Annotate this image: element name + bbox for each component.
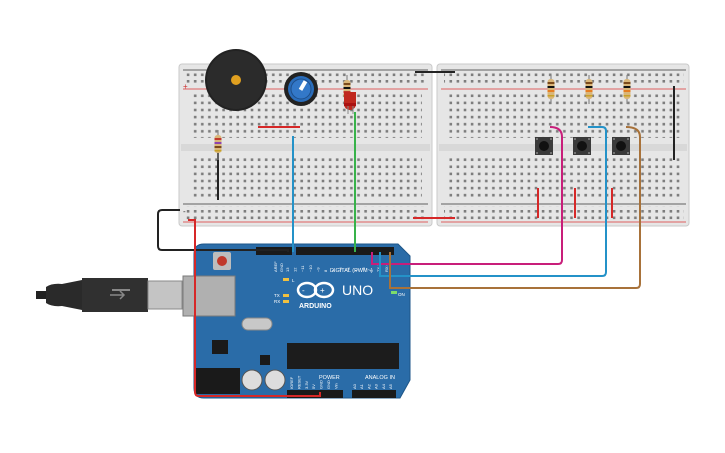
- pushbutton-3[interactable]: [612, 137, 630, 155]
- power-pin-label-4: GND: [319, 380, 324, 389]
- analog-pin-label-2: A2: [366, 383, 371, 389]
- usb-cable: [36, 278, 183, 312]
- led-on-label: ON: [398, 292, 405, 297]
- power-pin-label-5: GND: [326, 380, 331, 389]
- potentiometer[interactable]: [284, 72, 318, 106]
- arduino-logo: - +: [296, 281, 335, 299]
- usb-connector: [182, 275, 236, 317]
- digital-pin-label-2: ~11: [300, 265, 305, 272]
- resistor-3[interactable]: [547, 75, 555, 104]
- regulator: [212, 340, 228, 354]
- digital-pin-label-12: TX 1: [376, 263, 381, 272]
- header-power: [287, 390, 343, 398]
- digital-pin-label-9: 4: [353, 269, 358, 272]
- led-tx-label: TX: [274, 293, 280, 298]
- led-l-label: L: [292, 278, 295, 283]
- power-pin-label-1: RESET: [296, 375, 301, 389]
- digital-pin-label-4: ~9: [315, 267, 320, 272]
- rail-minus-label: -: [183, 207, 186, 216]
- analog-pin-label-3: A3: [374, 383, 379, 389]
- analog-label: ANALOG IN: [365, 375, 395, 381]
- pushbutton-2[interactable]: [573, 137, 591, 155]
- digital-pin-label-6: 7: [331, 269, 336, 272]
- power-pin-label-2: 3.3V: [304, 380, 309, 389]
- capacitor-2: [264, 369, 286, 391]
- capacitor-1: [241, 369, 263, 391]
- digital-pin-label-11: 2: [369, 269, 374, 272]
- red-led[interactable]: [344, 92, 356, 114]
- svg-text:-: -: [302, 286, 305, 295]
- analog-pin-label-0: A0: [352, 383, 357, 389]
- piezo-buzzer[interactable]: [205, 49, 267, 111]
- gnd-label: GND: [279, 263, 284, 272]
- resistor-1[interactable]: [214, 130, 222, 160]
- model-label: UNO: [342, 282, 373, 298]
- power-pin-label-6: Vin: [333, 383, 338, 389]
- digital-pin-label-5: 8: [323, 269, 328, 272]
- digital-pin-label-0: 13: [285, 267, 290, 272]
- power-pin-label-0: IOREF: [289, 376, 294, 389]
- arduino-uno-board[interactable]: - + ARDUINO UNO DIGITAL (PWM~) POWER ANA…: [182, 243, 411, 399]
- digital-pin-label-7: ~6: [338, 267, 343, 272]
- brand-label: ARDUINO: [299, 303, 332, 310]
- resistor-5[interactable]: [623, 75, 631, 104]
- header-analog: [352, 390, 396, 398]
- analog-pin-label-1: A1: [359, 383, 364, 389]
- digital-pin-label-13: RX 0: [384, 262, 389, 272]
- digital-pin-label-3: ~10: [308, 264, 313, 272]
- rail-plus-label: +: [183, 82, 188, 91]
- power-pin-label-3: 5V: [311, 384, 316, 389]
- atmega-chip: [287, 343, 399, 369]
- power-label: POWER: [319, 375, 340, 381]
- digital-pin-label-10: ~3: [361, 267, 366, 272]
- digital-pin-label-8: ~5: [346, 267, 351, 272]
- digital-label: DIGITAL (PWM~): [330, 268, 373, 274]
- led-rx-label: RX: [274, 299, 280, 304]
- svg-text:+: +: [320, 286, 325, 295]
- external-wires: [157, 112, 641, 397]
- digital-pin-label-1: 12: [293, 267, 298, 272]
- analog-pin-label-4: A4: [381, 383, 386, 389]
- crystal: [241, 317, 273, 331]
- resistor-4[interactable]: [585, 75, 593, 104]
- header-top-right: [296, 247, 394, 255]
- power-jack: [196, 368, 240, 394]
- analog-pin-label-5: A5: [388, 383, 393, 389]
- pushbutton-1[interactable]: [535, 137, 553, 155]
- aref-label: AREF: [273, 261, 278, 272]
